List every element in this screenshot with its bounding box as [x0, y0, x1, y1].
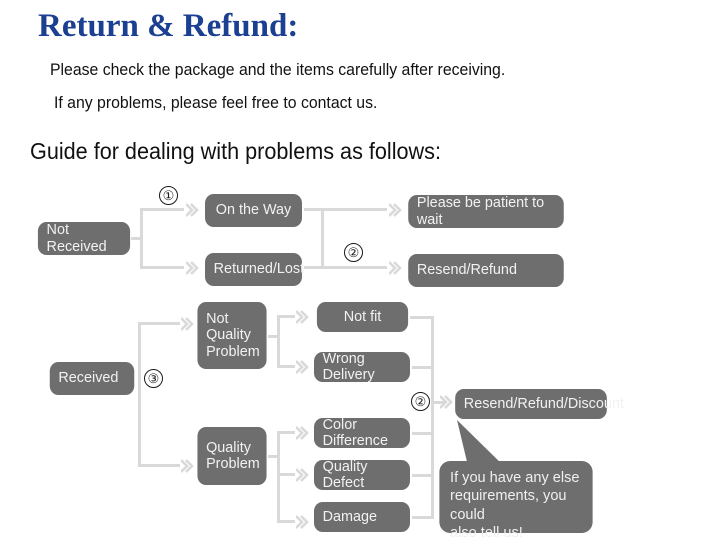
- callout-tail: [450, 418, 530, 483]
- arrowhead-not-fit: [296, 310, 309, 325]
- arrowhead-quality-problem: [181, 459, 194, 474]
- guide-heading: Guide for dealing with problems as follo…: [30, 138, 441, 164]
- node-quality-problem[interactable]: Quality Problem: [197, 427, 267, 485]
- node-quality-defect[interactable]: Quality Defect: [314, 458, 410, 491]
- arrowhead-color-difference: [296, 426, 309, 441]
- node-damage[interactable]: Damage: [314, 502, 410, 532]
- connector-received-split: [138, 322, 141, 467]
- arrowhead-resend-refund-discount: [440, 395, 453, 410]
- arrowhead-on-the-way: [186, 203, 199, 218]
- marker-two-top: ②: [344, 243, 363, 262]
- marker-three: ③: [144, 369, 163, 388]
- connector-top-right-vertical: [321, 208, 324, 268]
- merge-bus-vertical: [431, 316, 434, 519]
- merge-stub-not-fit: [410, 316, 434, 319]
- node-not-fit[interactable]: Not fit: [316, 302, 409, 332]
- connector-to-color-difference: [277, 431, 295, 434]
- connector-to-please-wait: [321, 208, 387, 211]
- node-color-difference[interactable]: Color Difference: [314, 416, 410, 449]
- merge-stub-wrong-delivery: [412, 366, 434, 369]
- node-please-be-patient[interactable]: Please be patient to wait: [408, 195, 564, 228]
- connector-quality-stem: [268, 455, 280, 458]
- arrowhead-please-wait: [389, 203, 402, 218]
- arrowhead-resend-refund: [389, 261, 402, 276]
- arrowhead-wrong-delivery: [296, 360, 309, 375]
- connector-to-on-the-way: [140, 208, 184, 211]
- merge-stub-damage: [412, 516, 434, 519]
- connector-on-the-way-out: [304, 208, 324, 211]
- instruction-line-2: If any problems, please feel free to con…: [54, 93, 378, 112]
- merge-out-to-discount: [431, 401, 445, 404]
- connector-not-received-stem: [131, 237, 143, 240]
- node-wrong-delivery[interactable]: Wrong Delivery: [314, 350, 410, 383]
- connector-not-quality-stem: [268, 335, 280, 338]
- connector-to-quality: [138, 464, 180, 467]
- connector-to-returned-lost: [140, 266, 184, 269]
- arrowhead-not-quality-problem: [181, 317, 194, 332]
- connector-to-quality-defect: [277, 473, 295, 476]
- node-returned-lost[interactable]: Returned/Lost: [205, 253, 304, 286]
- connector-to-not-quality: [138, 322, 180, 325]
- node-not-received[interactable]: Not Received: [37, 222, 131, 255]
- connector-to-resend-refund: [304, 266, 387, 269]
- node-not-quality-problem[interactable]: Not Quality Problem: [197, 302, 267, 369]
- connector-to-damage: [277, 520, 295, 523]
- marker-one: ①: [159, 186, 178, 205]
- arrowhead-returned-lost: [186, 261, 199, 276]
- node-resend-refund-discount[interactable]: Resend/Refund/Discount: [455, 389, 624, 419]
- connector-not-received-split: [140, 208, 143, 268]
- node-resend-refund[interactable]: Resend/Refund: [408, 254, 564, 287]
- callout-extra-requirements: If you have any else requirements, you c…: [439, 461, 593, 541]
- connector-to-wrong-delivery: [277, 365, 295, 368]
- connector-to-not-fit: [277, 315, 295, 318]
- connector-quality-branch: [277, 431, 280, 523]
- merge-stub-color-difference: [412, 432, 434, 435]
- merge-stub-quality-defect: [412, 474, 434, 477]
- connector-not-quality-branch: [277, 315, 280, 367]
- marker-two-bottom: ②: [411, 392, 430, 411]
- instruction-line-1: Please check the package and the items c…: [50, 60, 506, 79]
- page-title: Return & Refund:: [38, 8, 299, 44]
- node-received[interactable]: Received: [49, 362, 135, 395]
- node-on-the-way[interactable]: On the Way: [205, 194, 302, 227]
- arrowhead-quality-defect: [296, 468, 309, 483]
- arrowhead-damage: [296, 515, 309, 530]
